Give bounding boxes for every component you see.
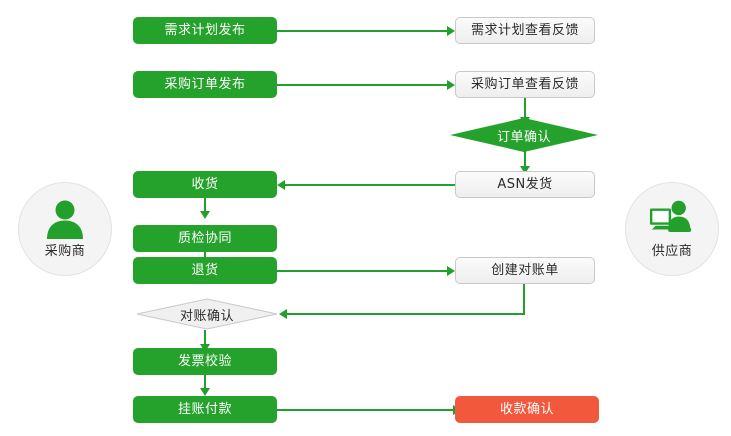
- node-return-goods[interactable]: 退货: [133, 257, 277, 284]
- edge-create-statement-left-line: [287, 313, 525, 315]
- edge-po-publish-to-review-arrow: [447, 80, 455, 90]
- edge-asn-to-goods-receipt-line: [285, 184, 455, 186]
- node-demand-plan-publish[interactable]: 需求计划发布: [133, 17, 277, 44]
- edge-goods-receipt-to-quality-line: [204, 198, 206, 214]
- edge-goods-receipt-to-quality-arrow: [200, 211, 210, 219]
- node-demand-plan-review[interactable]: 需求计划查看反馈: [455, 17, 595, 44]
- edge-order-confirm-to-asn-line: [524, 150, 526, 170]
- edge-statement-confirm-to-invoice-line: [204, 330, 206, 347]
- edge-return-to-create-statement-line: [277, 270, 447, 272]
- node-invoice-verify[interactable]: 发票校验: [133, 348, 277, 375]
- edge-return-to-create-statement-arrow: [447, 266, 455, 276]
- node-create-statement[interactable]: 创建对账单: [455, 257, 595, 284]
- actor-buyer[interactable]: 采购商: [18, 182, 112, 276]
- node-label: 挂账付款: [177, 402, 232, 417]
- edge-order-confirm-to-asn-arrow: [520, 166, 530, 174]
- edge-invoice-to-payment-line: [204, 375, 206, 391]
- edge-payment-to-receipt-confirm-line: [277, 409, 453, 411]
- node-asn-shipment[interactable]: ASN发货: [455, 171, 595, 198]
- edge-po-review-to-order-confirm-line: [524, 98, 526, 120]
- diamond-shape-icon: [450, 118, 598, 152]
- node-label: 收款确认: [499, 402, 554, 417]
- node-order-confirm[interactable]: 订单确认: [450, 118, 598, 152]
- node-label: 对账确认: [179, 308, 234, 324]
- edge-demand-plan-publish-to-review-line: [277, 30, 447, 32]
- person-icon: [42, 199, 88, 239]
- edge-asn-to-goods-receipt-arrow: [277, 180, 285, 190]
- person-at-computer-icon: [649, 199, 695, 239]
- node-label: 需求计划查看反馈: [470, 23, 579, 38]
- node-payment-posting[interactable]: 挂账付款: [133, 396, 277, 423]
- node-po-review[interactable]: 采购订单查看反馈: [455, 71, 595, 98]
- edge-po-publish-to-review-line: [277, 84, 447, 86]
- node-label: 采购订单发布: [164, 77, 246, 92]
- edge-create-statement-down-line: [523, 284, 525, 315]
- node-po-publish[interactable]: 采购订单发布: [133, 71, 277, 98]
- node-label: 发票校验: [177, 354, 232, 369]
- edge-demand-plan-publish-to-review-arrow: [447, 26, 455, 36]
- node-label: 质检协同: [177, 231, 232, 246]
- node-label: 收货: [191, 177, 219, 192]
- node-label: 创建对账单: [491, 263, 559, 278]
- node-statement-confirm[interactable]: 对账确认: [136, 298, 278, 330]
- node-goods-receipt[interactable]: 收货: [133, 171, 277, 198]
- actor-supplier[interactable]: 供应商: [625, 182, 719, 276]
- node-label: 需求计划发布: [164, 23, 246, 38]
- node-label: ASN发货: [497, 177, 553, 192]
- actor-label: 供应商: [651, 244, 693, 259]
- edge-invoice-to-payment-arrow: [200, 388, 210, 396]
- node-label: 订单确认: [496, 129, 551, 145]
- edge-create-statement-to-statement-confirm-arrow: [279, 309, 287, 319]
- diamond-shape-icon: [136, 298, 278, 330]
- node-receipt-confirm[interactable]: 收款确认: [455, 396, 599, 423]
- actor-label: 采购商: [44, 244, 86, 259]
- node-quality-collab[interactable]: 质检协同: [133, 225, 277, 252]
- node-label: 退货: [191, 263, 219, 278]
- node-label: 采购订单查看反馈: [470, 77, 579, 92]
